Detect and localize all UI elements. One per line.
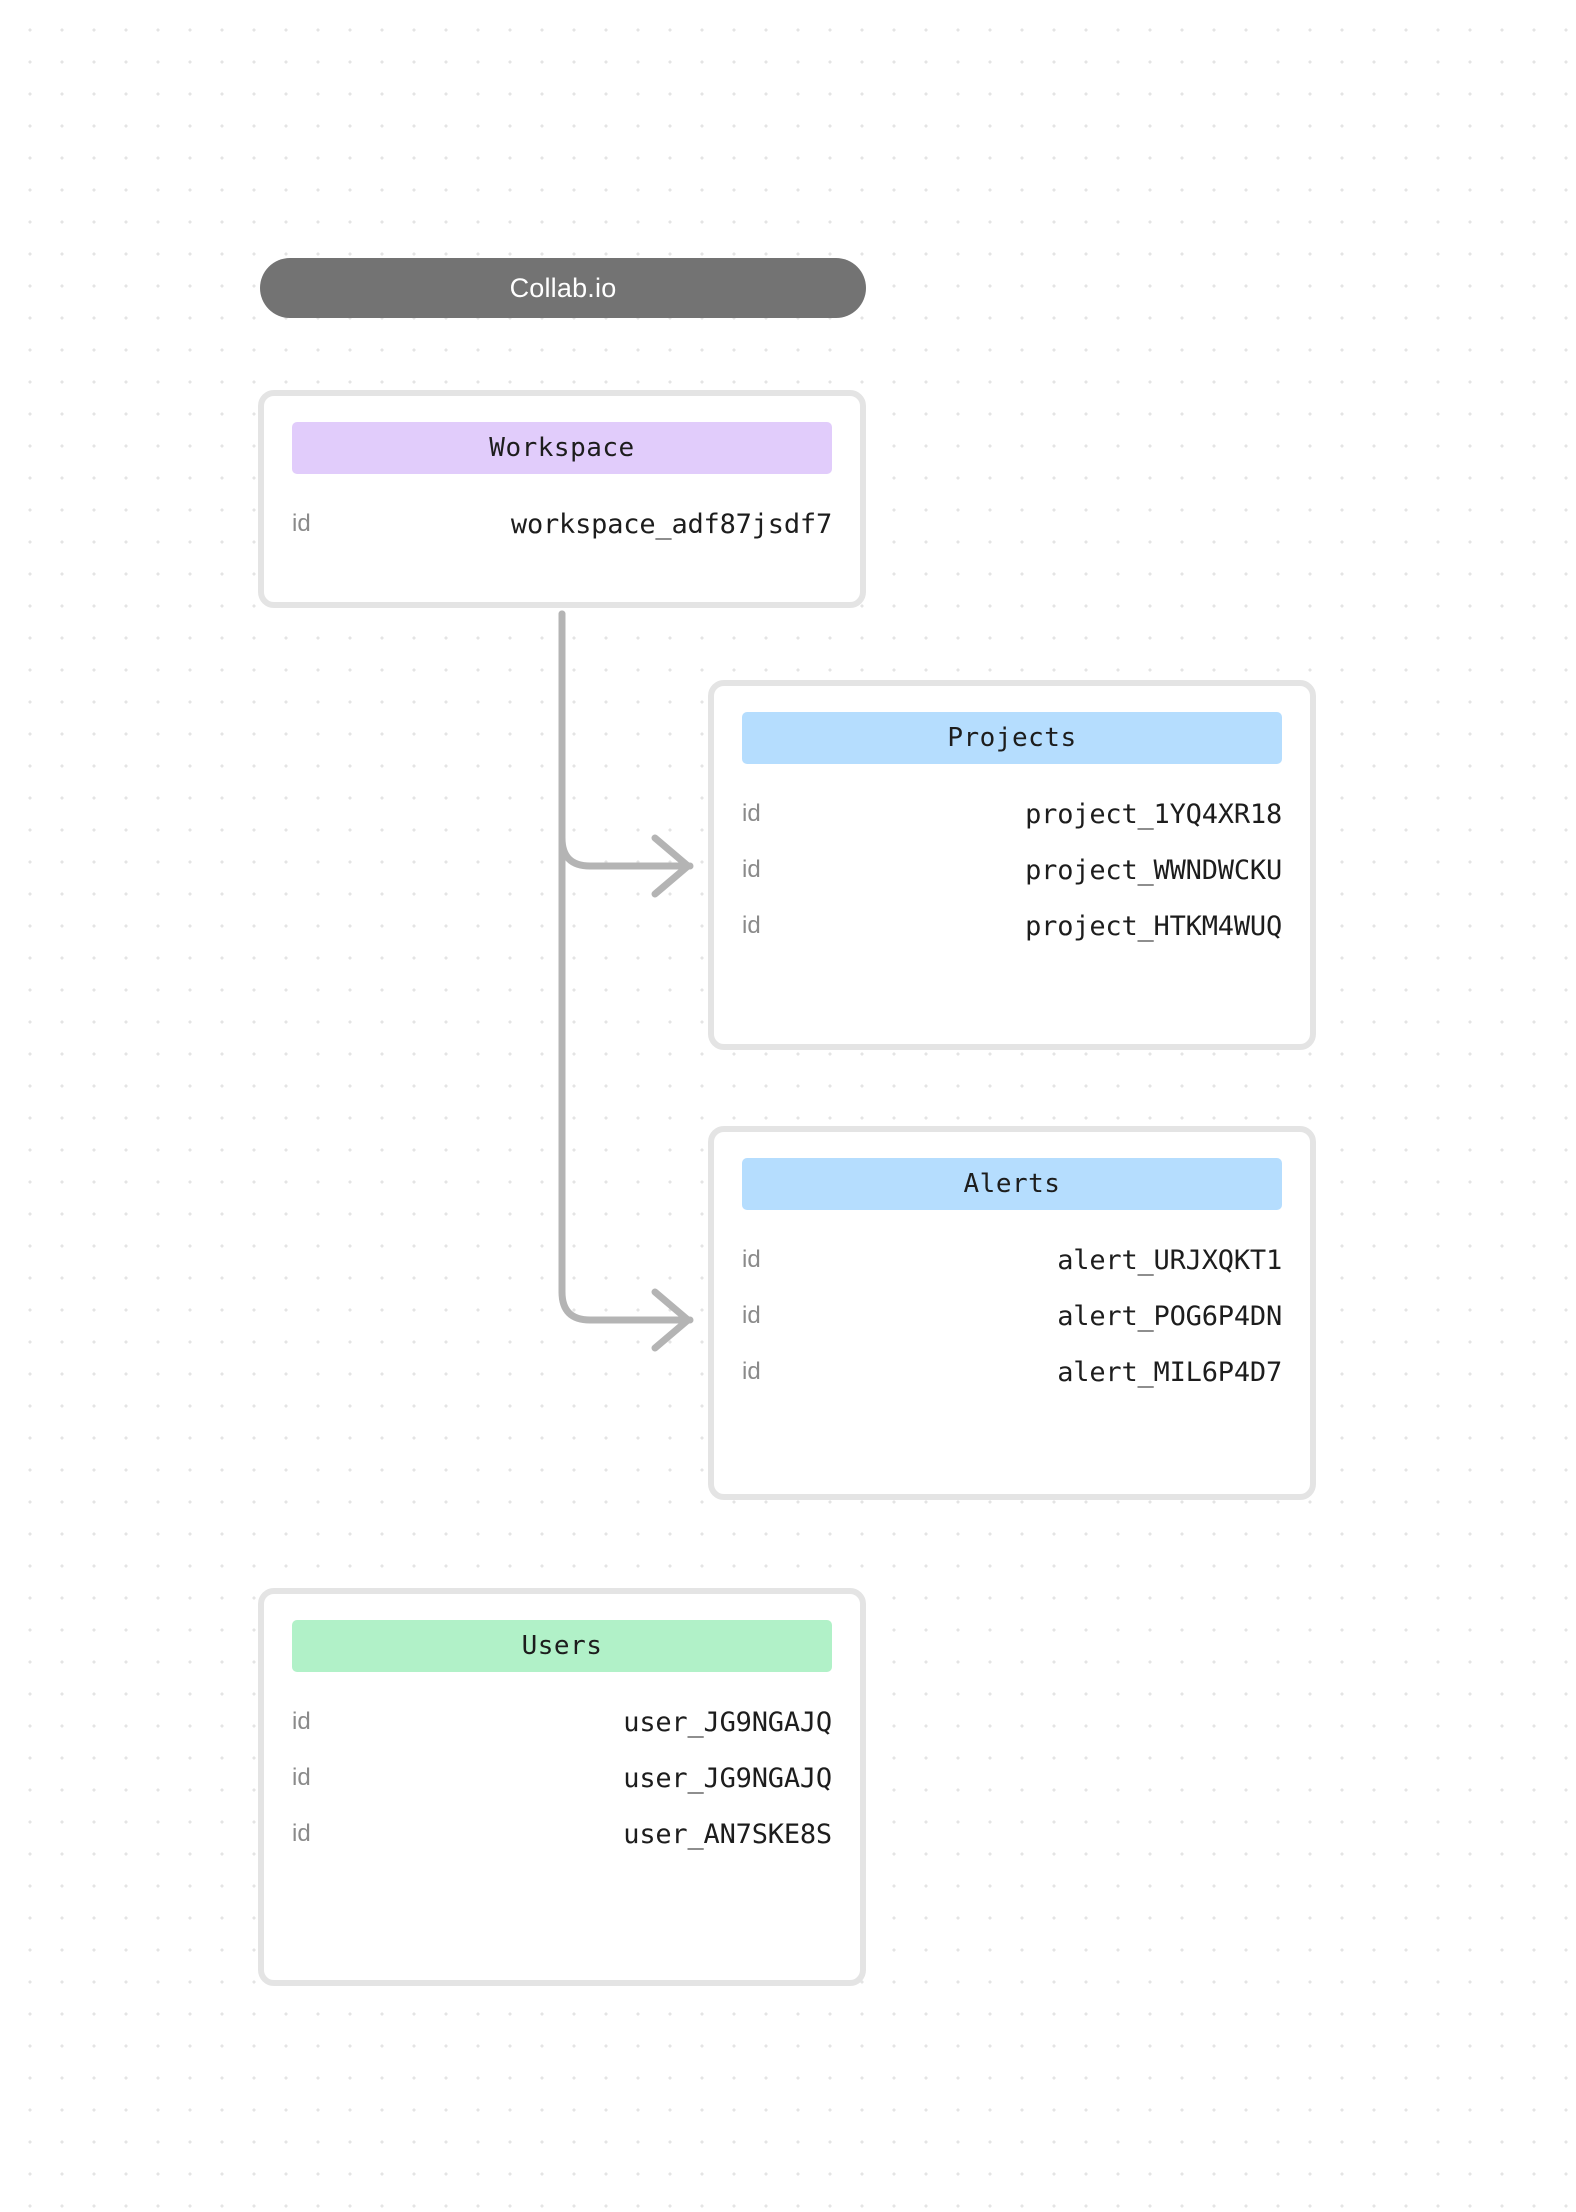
row-value: user_AN7SKE8S: [623, 1818, 832, 1850]
row-key: id: [742, 1302, 761, 1329]
entity-card-users[interactable]: Users id user_JG9NGAJQ id user_JG9NGAJQ …: [258, 1588, 866, 1986]
row-key: id: [742, 856, 761, 883]
row-key: id: [292, 510, 311, 537]
table-row: id alert_MIL6P4D7: [742, 1344, 1282, 1400]
row-value: project_1YQ4XR18: [1025, 798, 1282, 830]
row-value: user_JG9NGAJQ: [623, 1706, 832, 1738]
entity-card-projects[interactable]: Projects id project_1YQ4XR18 id project_…: [708, 680, 1316, 1050]
table-row: id alert_POG6P4DN: [742, 1288, 1282, 1344]
entity-title-workspace: Workspace: [489, 433, 635, 463]
entity-header-projects: Projects: [742, 712, 1282, 764]
row-key: id: [742, 800, 761, 827]
entity-card-workspace[interactable]: Workspace id workspace_adf87jsdf7: [258, 390, 866, 608]
diagram-title-label: Collab.io: [509, 272, 617, 303]
table-row: id project_HTKM4WUQ: [742, 898, 1282, 954]
row-key: id: [742, 1358, 761, 1385]
table-row: id user_AN7SKE8S: [292, 1806, 832, 1862]
row-value: user_JG9NGAJQ: [623, 1762, 832, 1794]
row-value: project_WWNDWCKU: [1025, 854, 1282, 886]
table-row: id alert_URJXQKT1: [742, 1232, 1282, 1288]
row-value: project_HTKM4WUQ: [1025, 910, 1282, 942]
row-value: workspace_adf87jsdf7: [510, 508, 832, 540]
entity-header-users: Users: [292, 1620, 832, 1672]
row-key: id: [742, 1246, 761, 1273]
entity-header-workspace: Workspace: [292, 422, 832, 474]
entity-header-alerts: Alerts: [742, 1158, 1282, 1210]
row-value: alert_MIL6P4D7: [1057, 1356, 1282, 1388]
entity-card-alerts[interactable]: Alerts id alert_URJXQKT1 id alert_POG6P4…: [708, 1126, 1316, 1500]
entity-title-alerts: Alerts: [963, 1169, 1061, 1199]
row-key: id: [742, 912, 761, 939]
table-row: id user_JG9NGAJQ: [292, 1694, 832, 1750]
entity-title-projects: Projects: [947, 723, 1077, 753]
table-row: id workspace_adf87jsdf7: [292, 496, 832, 552]
row-key: id: [292, 1764, 311, 1791]
row-key: id: [292, 1708, 311, 1735]
table-row: id project_WWNDWCKU: [742, 842, 1282, 898]
row-key: id: [292, 1820, 311, 1847]
row-value: alert_URJXQKT1: [1057, 1244, 1282, 1276]
table-row: id project_1YQ4XR18: [742, 786, 1282, 842]
table-row: id user_JG9NGAJQ: [292, 1750, 832, 1806]
entity-title-users: Users: [521, 1631, 603, 1661]
diagram-title-pill: Collab.io: [260, 258, 866, 318]
row-value: alert_POG6P4DN: [1057, 1300, 1282, 1332]
